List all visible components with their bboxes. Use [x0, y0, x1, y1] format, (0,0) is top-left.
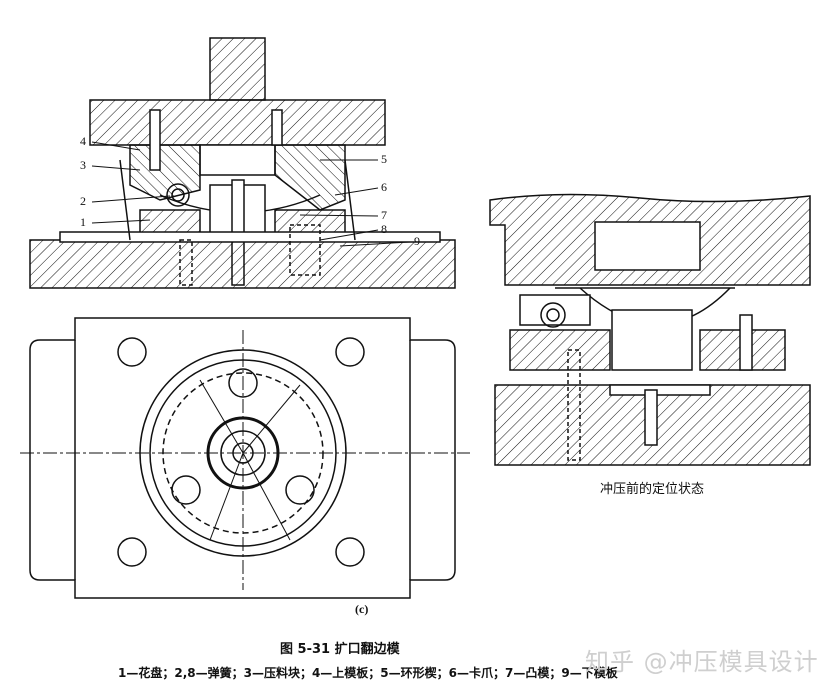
subfigure-label: (c) — [355, 602, 369, 616]
watermark: 知乎 @冲压模具设计 — [585, 648, 819, 676]
inset-positioning-view — [489, 193, 811, 466]
plan-view — [20, 317, 470, 599]
part-label-1: 1 — [80, 215, 86, 229]
figure-legend: 1—花盘；2,8—弹簧；3—压料块；4—上模板；5—环形楔；6—卡爪；7—凸模；… — [118, 666, 618, 680]
front-section-view — [29, 37, 456, 289]
figure-title: 图 5-31 扩口翻边模 — [280, 642, 400, 657]
part-label-6: 6 — [381, 180, 387, 194]
part-label-5: 5 — [381, 152, 387, 166]
part-label-9: 9 — [414, 234, 420, 248]
part-label-7: 7 — [381, 208, 387, 222]
inset-caption: 冲压前的定位状态 — [600, 482, 705, 497]
part-label-4: 4 — [80, 134, 86, 148]
part-label-2: 2 — [80, 194, 86, 208]
part-label-8: 8 — [381, 222, 387, 236]
part-label-3: 3 — [80, 158, 86, 172]
